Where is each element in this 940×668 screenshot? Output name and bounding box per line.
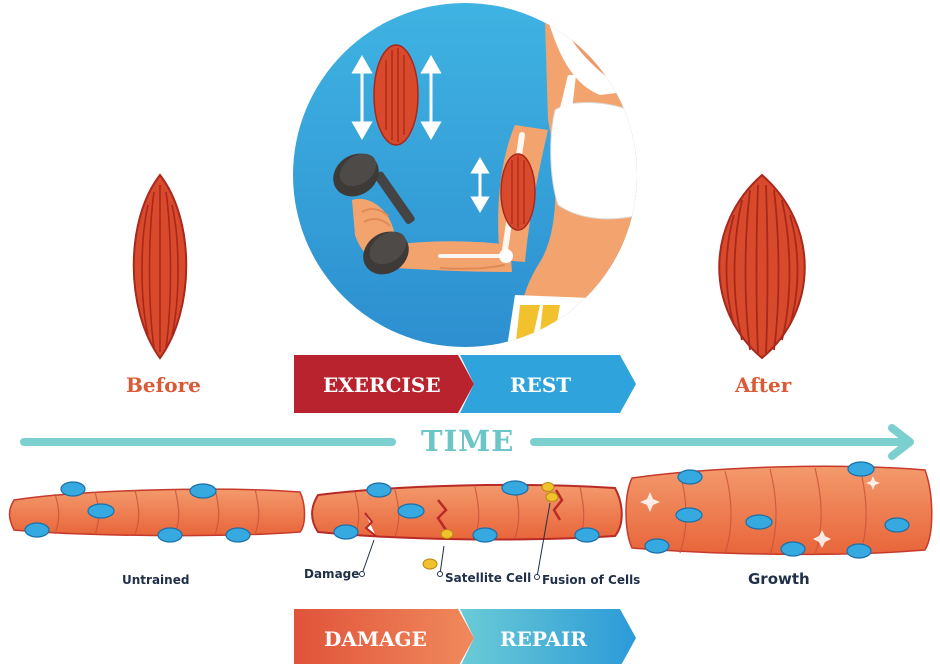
time-label: TIME <box>421 424 514 458</box>
growth-fiber <box>626 462 932 558</box>
fusion-of-cells-label: Fusion of Cells <box>542 573 640 587</box>
untrained-label: Untrained <box>122 573 189 587</box>
after-label: After <box>735 373 791 397</box>
growth-label: Growth <box>748 570 810 588</box>
damage-label: Damage <box>304 567 359 581</box>
after-muscle-icon <box>719 175 805 358</box>
satellite-cell-label: Satellite Cell <box>445 571 531 585</box>
before-muscle-icon <box>134 175 187 358</box>
exercise-label: EXERCISE <box>323 373 441 397</box>
exercise-illustration <box>293 3 640 360</box>
rest-label: REST <box>510 373 571 397</box>
damage-phase-label: DAMAGE <box>324 627 427 651</box>
repair-phase-label: REPAIR <box>500 627 587 651</box>
before-label: Before <box>126 373 201 397</box>
contracting-muscle-icon <box>374 45 418 145</box>
untrained-fiber <box>10 482 305 542</box>
damaged-fiber <box>312 481 622 580</box>
